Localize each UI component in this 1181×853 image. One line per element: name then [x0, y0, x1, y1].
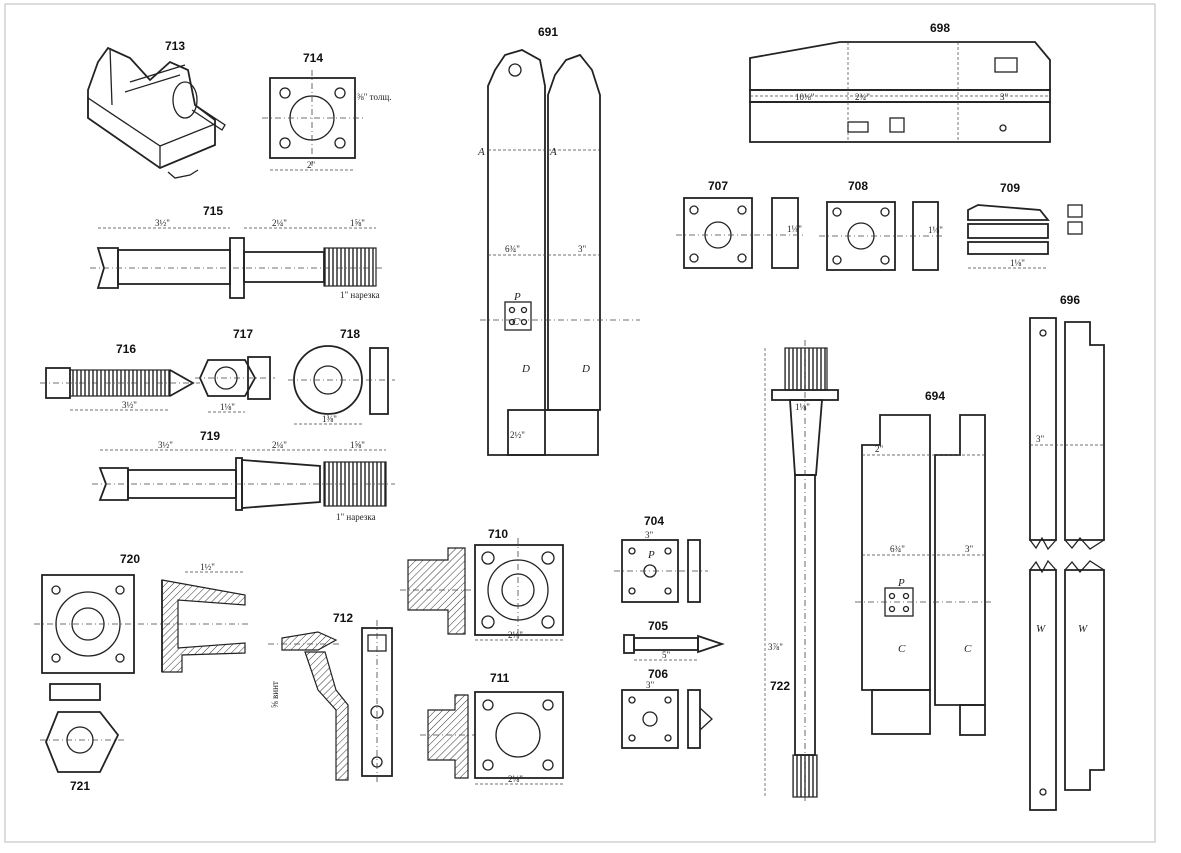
dim-719-c: 1⅝" [350, 440, 365, 450]
dim-691-c: 3" [578, 244, 587, 254]
dim-715-b: 2¼" [272, 218, 287, 228]
dim-698-a: 10⅛" [795, 92, 815, 102]
figure-714: 714 2" ⅜" толщ. [262, 51, 392, 171]
figure-718-number: 718 [340, 327, 360, 341]
figure-711-number: 711 [490, 671, 510, 685]
dim-705-a: 5" [662, 650, 671, 660]
label-694-c1: C [898, 643, 906, 655]
label-691-a2: A [549, 146, 557, 158]
dim-694-a: 6¾" [890, 544, 905, 554]
label-704-p: P [647, 549, 655, 561]
dim-694-c: 2" [875, 444, 884, 454]
dim-715-c: 1⅝" [350, 218, 365, 228]
dim-691-b: 6¾" [505, 244, 520, 254]
figure-713: 713 [87, 39, 226, 179]
label-691-p: P [513, 291, 521, 303]
label-691-a1: A [477, 146, 485, 158]
figure-710: 710 2⅛" [400, 527, 564, 641]
figure-711: 711 2⅛" [420, 671, 564, 785]
figure-722: 722 3⅞" 1⅛" [764, 340, 839, 802]
figure-718: 718 1⅜" [288, 327, 395, 425]
label-712-screw: ⅝ винт [270, 681, 280, 708]
figure-706-number: 706 [648, 667, 668, 681]
label-694-c2: C [964, 643, 972, 655]
figure-698: 698 10⅛" 2¾" 3" [749, 21, 1051, 143]
dim-708-a: 1⅛" [928, 225, 943, 235]
dim-704-a: 3" [645, 530, 654, 540]
sheet-border [4, 3, 1156, 843]
dim-720-a: 1½" [200, 562, 215, 572]
figure-691-number: 691 [538, 25, 558, 39]
dim-691-a: 2½" [510, 430, 525, 440]
figure-694: 694 P C C 6¾" 3" 2" [855, 389, 992, 736]
figure-715: 715 3½" 2¼" 1⅝" 1" нарезка [90, 204, 385, 300]
label-696-w2: W [1078, 623, 1088, 635]
dim-698-c: 3" [1000, 92, 1009, 102]
figure-691: 691 P C D D A A 6¾" 3" 2½" [477, 25, 640, 456]
figure-722-number: 722 [770, 679, 790, 693]
figure-717: 717 1⅛" [195, 327, 275, 413]
figure-716: 716 3½" [40, 342, 200, 411]
figure-704: 704 P 3" [614, 514, 708, 603]
figure-710-number: 710 [488, 527, 508, 541]
figure-717-number: 717 [233, 327, 253, 341]
figure-715-number: 715 [203, 204, 223, 218]
figure-694-number: 694 [925, 389, 945, 403]
label-715-thread: 1" нарезка [340, 290, 380, 300]
figure-696: 696 W W 3" [1029, 293, 1105, 811]
dim-722-b: 1⅛" [795, 402, 810, 412]
label-696-w1: W [1036, 623, 1046, 635]
dim-716-a: 3½" [122, 400, 137, 410]
figure-719: 719 3½" 2¼" 1⅝" 1" нарезка [92, 429, 395, 522]
label-714-thickness: ⅜" толщ. [357, 92, 392, 102]
figure-716-number: 716 [116, 342, 136, 356]
dim-719-b: 2¼" [272, 440, 287, 450]
dim-715-a: 3½" [155, 218, 170, 228]
dim-696-a: 3" [1036, 434, 1045, 444]
figure-706: 706 3" [621, 667, 713, 749]
figure-712: 712 ⅝ винт [268, 611, 393, 785]
figure-705: 705 5" [623, 619, 725, 661]
figure-698-number: 698 [930, 21, 950, 35]
dim-694-b: 3" [965, 544, 974, 554]
dim-710-a: 2⅛" [508, 630, 523, 640]
figure-708: 708 1⅛" [819, 179, 945, 271]
label-691-c: C [512, 316, 520, 328]
dim-719-a: 3½" [158, 440, 173, 450]
dim-709-a: 1⅛" [1010, 258, 1025, 268]
figure-712-number: 712 [333, 611, 353, 625]
figure-714-number: 714 [303, 51, 323, 65]
figure-713-number: 713 [165, 39, 185, 53]
dim-718-a: 1⅜" [322, 414, 337, 424]
figure-704-number: 704 [644, 514, 664, 528]
dim-714-width: 2" [307, 160, 316, 170]
figure-707-number: 707 [708, 179, 728, 193]
figure-705-number: 705 [648, 619, 668, 633]
figure-720-number: 720 [120, 552, 140, 566]
dim-711-a: 2⅛" [508, 774, 523, 784]
figure-721-number: 721 [70, 779, 90, 793]
dim-707-a: 1⅛" [787, 224, 802, 234]
figure-709-number: 709 [1000, 181, 1020, 195]
dim-698-b: 2¾" [855, 92, 870, 102]
dim-722-a: 3⅞" [768, 642, 783, 652]
label-691-d2: D [581, 363, 590, 375]
figure-696-number: 696 [1060, 293, 1080, 307]
label-719-thread: 1" нарезка [336, 512, 376, 522]
dim-717-a: 1⅛" [220, 402, 235, 412]
figure-708-number: 708 [848, 179, 868, 193]
figure-709: 709 1⅛" [967, 181, 1083, 269]
figure-707: 707 1⅛" [676, 179, 806, 269]
figure-721: 721 [40, 683, 125, 793]
label-691-d1: D [521, 363, 530, 375]
figure-720: 720 1½" [34, 552, 248, 674]
dim-706-a: 3" [646, 680, 655, 690]
label-694-p: P [897, 577, 905, 589]
figure-719-number: 719 [200, 429, 220, 443]
